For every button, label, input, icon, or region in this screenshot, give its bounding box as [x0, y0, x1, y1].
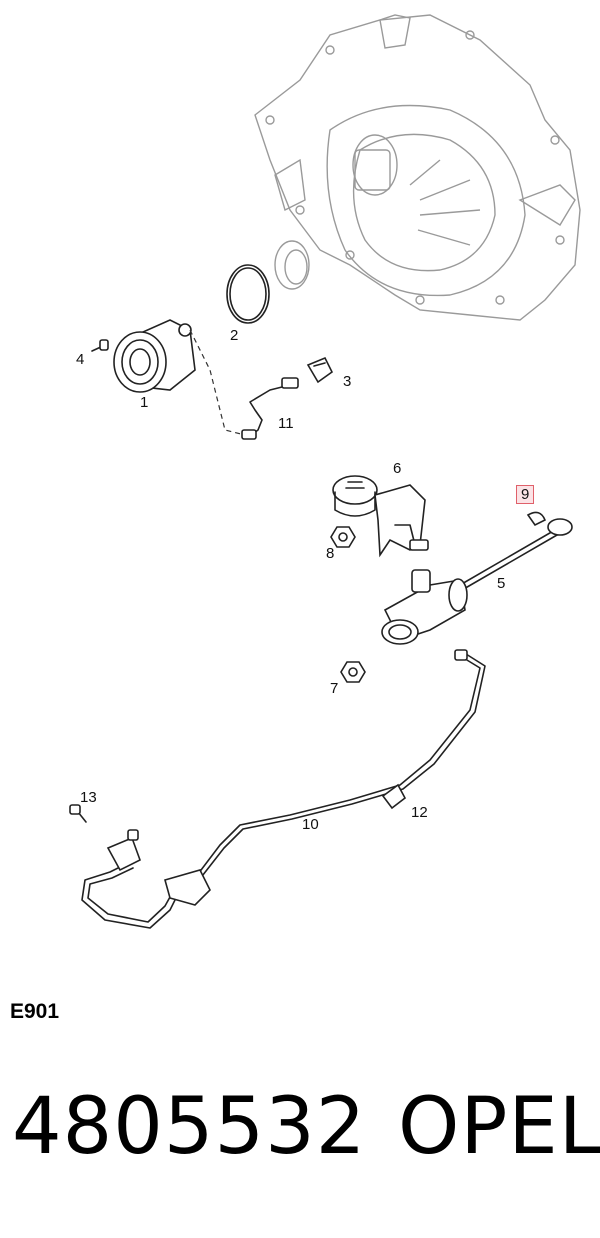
callout-5[interactable]: 5: [497, 575, 506, 592]
bolt-part-13: [69, 804, 87, 823]
callout-9-highlighted[interactable]: 9: [516, 485, 535, 504]
bolt-part-4: [91, 339, 109, 352]
diagram-code: E901: [10, 1000, 60, 1023]
nut-part-7: [340, 661, 366, 683]
callout-3[interactable]: 3: [343, 373, 352, 390]
callout-10[interactable]: 10: [302, 816, 319, 833]
callout-2[interactable]: 2: [230, 327, 239, 344]
callout-1[interactable]: 1: [140, 394, 149, 411]
pipe-part-10: [81, 649, 486, 929]
clip-part-12: [381, 783, 407, 810]
reservoir-part-6: [332, 475, 429, 558]
transmission-housing: [254, 14, 581, 321]
exploded-parts-diagram: 1 2 3 4 5 6 7 8 9 10 11 12 13: [69, 14, 581, 929]
callout-11[interactable]: 11: [278, 415, 294, 432]
diagram-drawing: [69, 14, 581, 929]
callout-12[interactable]: 12: [411, 804, 428, 821]
callout-7[interactable]: 7: [330, 680, 339, 697]
part-number: 4805532: [12, 1082, 367, 1172]
callout-13[interactable]: 13: [80, 789, 97, 806]
shaft-seal: [274, 240, 310, 290]
callout-8[interactable]: 8: [326, 545, 335, 562]
nut-part-8: [330, 526, 356, 548]
callout-6[interactable]: 6: [393, 460, 402, 477]
master-cylinder-part-5: [381, 518, 573, 645]
clip-part-3: [306, 356, 334, 384]
pipe-part-11: [241, 377, 299, 440]
slave-cylinder-part-1: [113, 319, 246, 436]
o-ring-part-2: [226, 264, 270, 324]
callout-4[interactable]: 4: [76, 351, 85, 368]
brand-name: OPEL: [398, 1082, 600, 1172]
clip-part-9: [526, 511, 547, 527]
